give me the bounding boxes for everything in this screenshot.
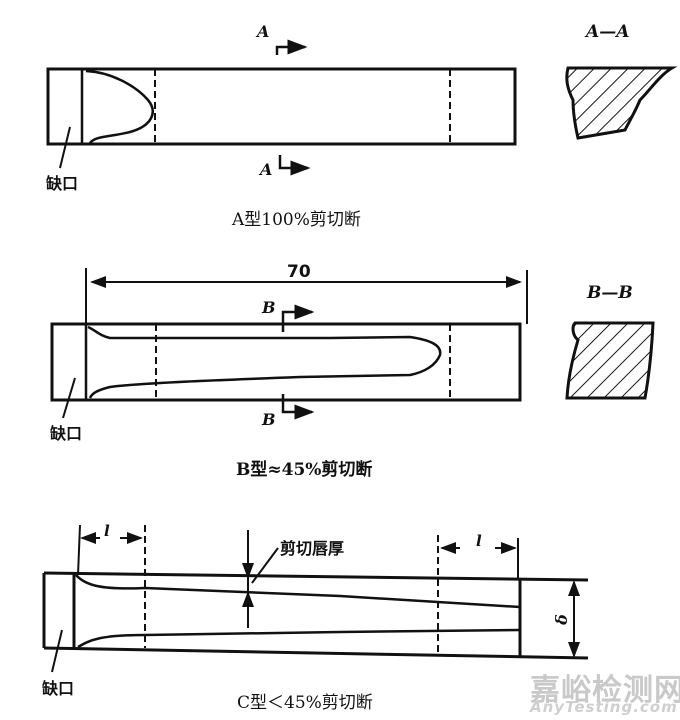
section-view-b-title: B—B <box>587 283 633 303</box>
section-view-a <box>565 66 678 140</box>
notch-label-c: 缺口 <box>42 679 75 698</box>
section-view-a-title: A—A <box>586 22 630 42</box>
section-marker-b-top: B <box>262 298 276 317</box>
dimension-70: 70 <box>287 262 311 282</box>
section-view-b <box>565 321 655 400</box>
section-marker-b-bottom: B <box>262 410 276 429</box>
dim-l-left: l <box>104 522 110 540</box>
caption-b: B型≈45%剪切断 <box>236 460 373 480</box>
shear-lip-label: 剪切唇厚 <box>280 539 345 558</box>
watermark-en: AnyTesting.com <box>530 698 678 716</box>
panel-b-specimen <box>50 268 528 420</box>
thickness-delta: δ <box>551 614 571 625</box>
notch-label-a: 缺口 <box>46 174 79 193</box>
caption-c: C型＜45%剪切断 <box>237 693 373 713</box>
caption-a: A型100%剪切断 <box>232 210 361 230</box>
section-marker-a-top: A <box>257 22 270 41</box>
notch-label-b: 缺口 <box>50 424 83 443</box>
section-marker-a-bottom: A <box>260 160 273 179</box>
panel-a-specimen <box>46 39 517 176</box>
dim-l-right: l <box>476 532 482 550</box>
watermark-cn: 嘉峪检测网 <box>530 673 680 708</box>
panel-c-specimen <box>42 524 589 673</box>
